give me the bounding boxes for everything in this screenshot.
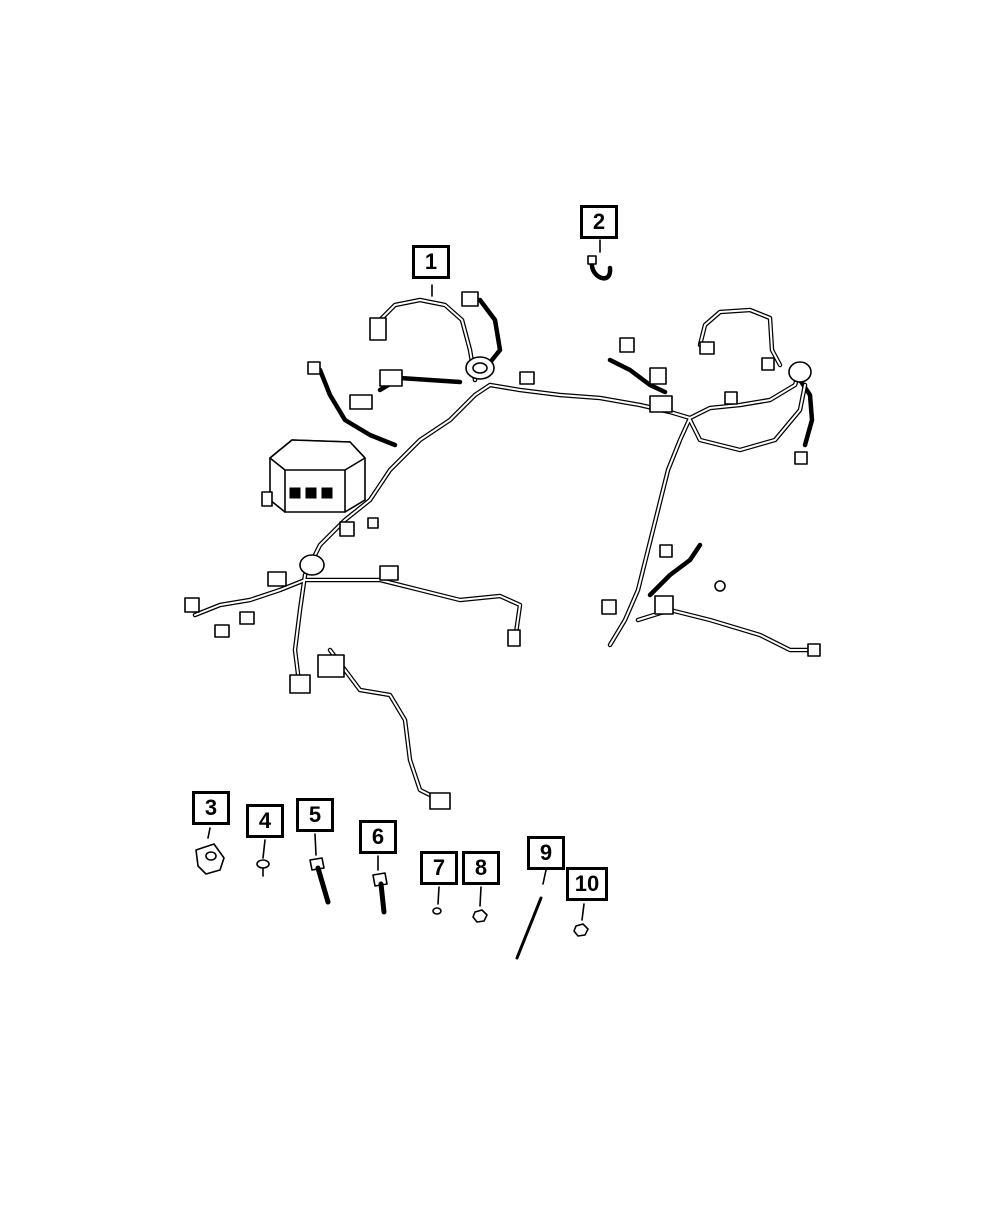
callout-9: 9: [527, 836, 565, 870]
callout-2: 2: [580, 205, 618, 239]
small-nut: [432, 907, 442, 915]
callout-8: 8: [462, 851, 500, 885]
fuse-box: [261, 439, 366, 513]
callout-7: 7: [420, 851, 458, 885]
push-pin: [256, 859, 270, 877]
jumper-wire: [587, 255, 613, 281]
callout-3: 3: [192, 791, 230, 825]
flange-nut: [573, 923, 589, 937]
grommet: [299, 356, 812, 576]
bolt: [372, 872, 388, 915]
callout-6: 6: [359, 820, 397, 854]
long-bolt: [309, 857, 331, 905]
nut: [472, 909, 488, 923]
callout-10: 10: [566, 867, 608, 901]
cable-tie: [515, 896, 543, 960]
callout-4: 4: [246, 804, 284, 838]
callout-5: 5: [296, 798, 334, 832]
bracket: [195, 843, 225, 875]
connector: [184, 291, 821, 810]
callout-1: 1: [412, 245, 450, 279]
wiring-harness: [184, 291, 821, 810]
leader-lines: [207, 239, 601, 921]
